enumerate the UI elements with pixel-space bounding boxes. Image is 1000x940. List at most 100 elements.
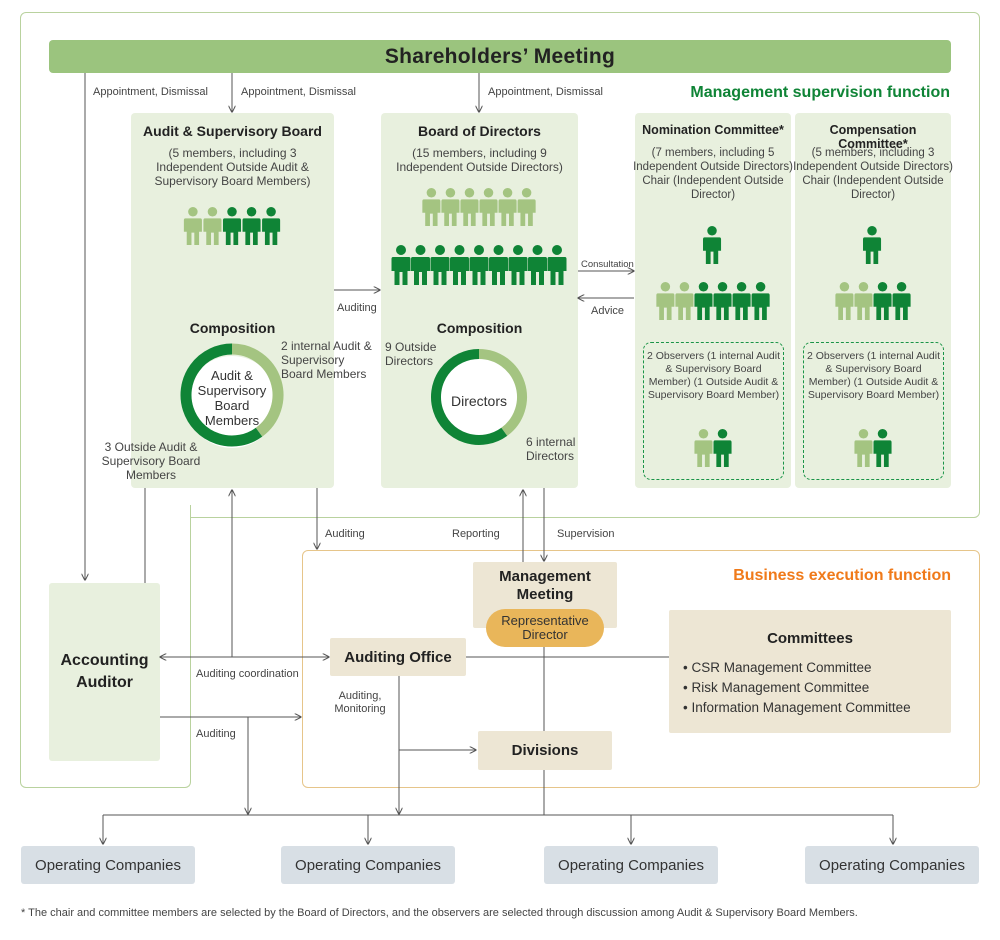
audit-board-donut [186,356,278,448]
compensation-observers-text: 2 Observers (1 internal Audit & Supervis… [806,350,941,401]
committees-box [669,610,951,733]
director-icon [391,245,411,285]
auditing-monitoring-label: Auditing, Monitoring [334,690,386,715]
compensation-committee-panel [795,113,951,488]
committee-member-icon [751,282,770,320]
divisions-label: Divisions [511,742,579,759]
observer-icon [713,429,732,467]
shareholders-meeting-label: Shareholders’ Meeting [384,44,616,68]
audit-board-composition-label: Composition [189,320,276,336]
operating-companies-2: Operating Companies [281,846,455,884]
supervision-frame [20,12,980,518]
director-icon [498,188,517,226]
reporting-label: Reporting [452,528,500,540]
audit-member-icon [242,207,261,245]
nomination-committee-subtitle: (7 members, including 5 Independent Outs… [633,147,793,201]
board-donut-segment [478,349,527,436]
audit-donut-internal-label: 2 internal Audit & Supervisory Board Mem… [281,339,372,381]
representative-director-badge: Representative Director [486,609,604,647]
representative-director-label: Representative Director [501,613,589,642]
director-icon [450,245,469,285]
committee-member-icon [892,282,911,320]
appointment-label-1: Appointment, Dismissal [93,86,208,98]
board-donut-outside-label: 9 Outside Directors [385,340,437,368]
board-donut-internal-label: 6 internal Directors [526,435,576,463]
committee-member-icon [675,282,694,320]
committees-list: • CSR Management Committee • Risk Manage… [683,658,947,718]
director-icon [528,245,547,285]
board-donut-center-label: Directors [450,393,507,409]
director-icon [460,188,479,226]
operating-companies-3: Operating Companies [544,846,718,884]
committee-member-icon [656,282,675,320]
board-composition-label: Composition [436,320,523,336]
board-title: Board of Directors [418,123,541,139]
auditing-down-label: Auditing [325,528,365,540]
director-icon [441,188,460,226]
committee-item: • CSR Management Committee [683,660,872,675]
board-donut-segment [431,349,508,445]
auditing-accounting-label: Auditing [196,728,236,740]
director-icon [479,188,498,226]
management-meeting-label: Management Meeting [499,568,591,603]
audit-donut-outside-label: 3 Outside Audit & Supervisory Board Memb… [101,440,201,482]
committee-member-icon [873,282,892,320]
operating-companies-1: Operating Companies [21,846,195,884]
committee-member-icon [854,282,873,320]
observer-icon [854,429,873,467]
audit-member-icon [183,207,202,245]
observer-icon [873,429,892,467]
observer-icon [694,429,713,467]
accounting-auditor-box: Accounting Auditor [49,583,160,761]
auditing-coordination-label: Auditing coordination [196,668,299,680]
committee-member-icon [732,282,751,320]
board-donut [437,358,521,442]
accounting-auditor-label: Accounting Auditor [60,652,149,691]
director-icon [547,245,567,285]
execution-title: Business execution function [733,567,951,584]
committee-member-icon [835,282,854,320]
auditing-board-label: Auditing [337,302,377,314]
audit-member-icon [262,207,281,245]
committee-member-icon [694,282,713,320]
shareholders-meeting-bar: Shareholders’ Meeting [49,40,951,73]
nomination-observers-text: 2 Observers (1 internal Audit & Supervis… [646,350,781,401]
chair-icon [863,226,882,264]
director-icon [489,245,508,285]
auditing-office-box: Auditing Office [330,638,466,676]
consultation-label: Consultation [581,259,634,270]
nomination-observers-box [643,342,784,480]
supervision-title: Management supervision function [690,84,950,101]
compensation-committee-title: Compensation Committee* [829,123,917,151]
audit-member-icon [222,207,242,245]
audit-donut-segment [180,343,263,447]
nomination-committee-title: Nomination Committee* [642,123,784,137]
operating-companies-4: Operating Companies [805,846,979,884]
director-icon [469,245,489,285]
advice-label: Advice [591,305,625,317]
board-subtitle: (15 members, including 9 Independent Out… [396,146,563,174]
director-icon [517,188,536,226]
audit-donut-segment [231,343,284,437]
committee-item: • Risk Management Committee [683,680,870,695]
director-icon [422,188,441,226]
execution-frame [302,550,980,788]
footnote: * The chair and committee members are se… [21,907,858,919]
audit-member-icon [203,207,222,245]
committees-title: Committees [767,630,853,647]
director-icon [508,245,528,285]
divisions-box: Divisions [478,731,612,770]
auditing-office-label: Auditing Office [344,648,452,666]
compensation-committee-subtitle: (5 members, including 3 Independent Outs… [793,147,953,201]
committee-item: • Information Management Committee [683,700,911,715]
director-icon [411,245,430,285]
audit-board-subtitle: (5 members, including 3 Independent Outs… [154,146,311,188]
supervision-label: Supervision [557,528,615,540]
committee-member-icon [713,282,732,320]
appointment-label-3: Appointment, Dismissal [488,86,603,98]
director-icon [430,245,450,285]
chair-icon [703,226,722,264]
appointment-label-2: Appointment, Dismissal [241,86,356,98]
